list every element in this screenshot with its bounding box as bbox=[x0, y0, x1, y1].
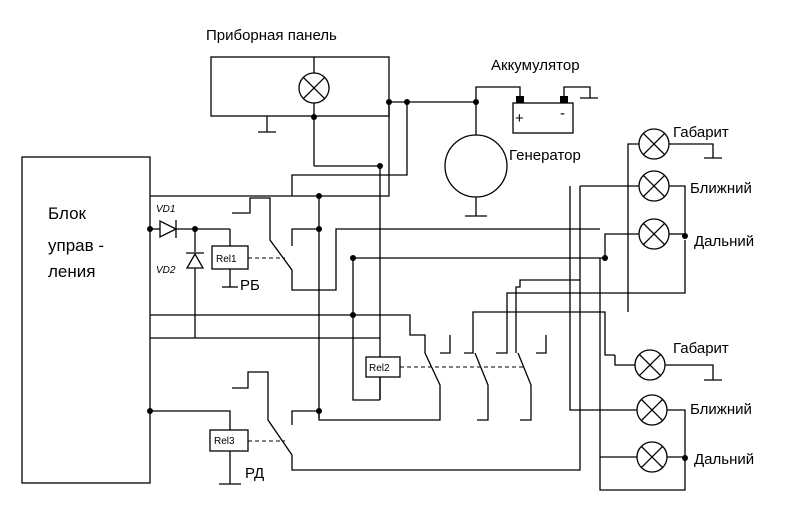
lamp-parking-1-label: Габарит bbox=[673, 124, 729, 141]
lamp-parking-2-label: Габарит bbox=[673, 340, 729, 357]
battery-minus: - bbox=[560, 105, 565, 122]
dashboard-panel bbox=[210, 56, 390, 117]
lamp-high-1-label: Дальний bbox=[694, 233, 754, 250]
battery-symbol bbox=[512, 102, 574, 134]
lamp-high-1-icon bbox=[638, 218, 670, 250]
lamp-low-1-icon bbox=[638, 170, 670, 202]
relay1-label: Rel1 bbox=[216, 254, 237, 265]
relay3-label: Rel3 bbox=[214, 436, 235, 447]
lamp-parking-2-icon bbox=[634, 349, 666, 381]
battery-label: Аккумулятор bbox=[491, 57, 580, 74]
control-unit-label-1: Блок bbox=[48, 204, 87, 223]
diode1-label: VD1 bbox=[156, 204, 175, 215]
lamp-high-2-label: Дальний bbox=[694, 451, 754, 468]
lamp-high-2-icon bbox=[636, 441, 668, 473]
diode-vd1-icon bbox=[159, 219, 178, 239]
lamp-low-2-icon bbox=[636, 394, 668, 426]
generator-label: Генератор bbox=[509, 147, 581, 164]
control-unit-block bbox=[21, 156, 151, 484]
rb-label: РБ bbox=[240, 277, 260, 294]
dashboard-label: Приборная панель bbox=[206, 27, 337, 44]
generator-symbol bbox=[444, 134, 508, 198]
diode-vd2-icon bbox=[185, 252, 205, 269]
diode2-label: VD2 bbox=[156, 265, 176, 276]
lamp-low-1-label: Ближний bbox=[690, 180, 752, 197]
relay2-label: Rel2 bbox=[369, 363, 390, 374]
control-unit-label-3: ления bbox=[48, 262, 95, 281]
lamp-parking-1-icon bbox=[638, 128, 670, 160]
battery-plus: + bbox=[515, 110, 524, 127]
lamp-low-2-label: Ближний bbox=[690, 401, 752, 418]
control-unit-label-2: управ - bbox=[48, 236, 104, 255]
rd-label: РД bbox=[245, 465, 264, 482]
